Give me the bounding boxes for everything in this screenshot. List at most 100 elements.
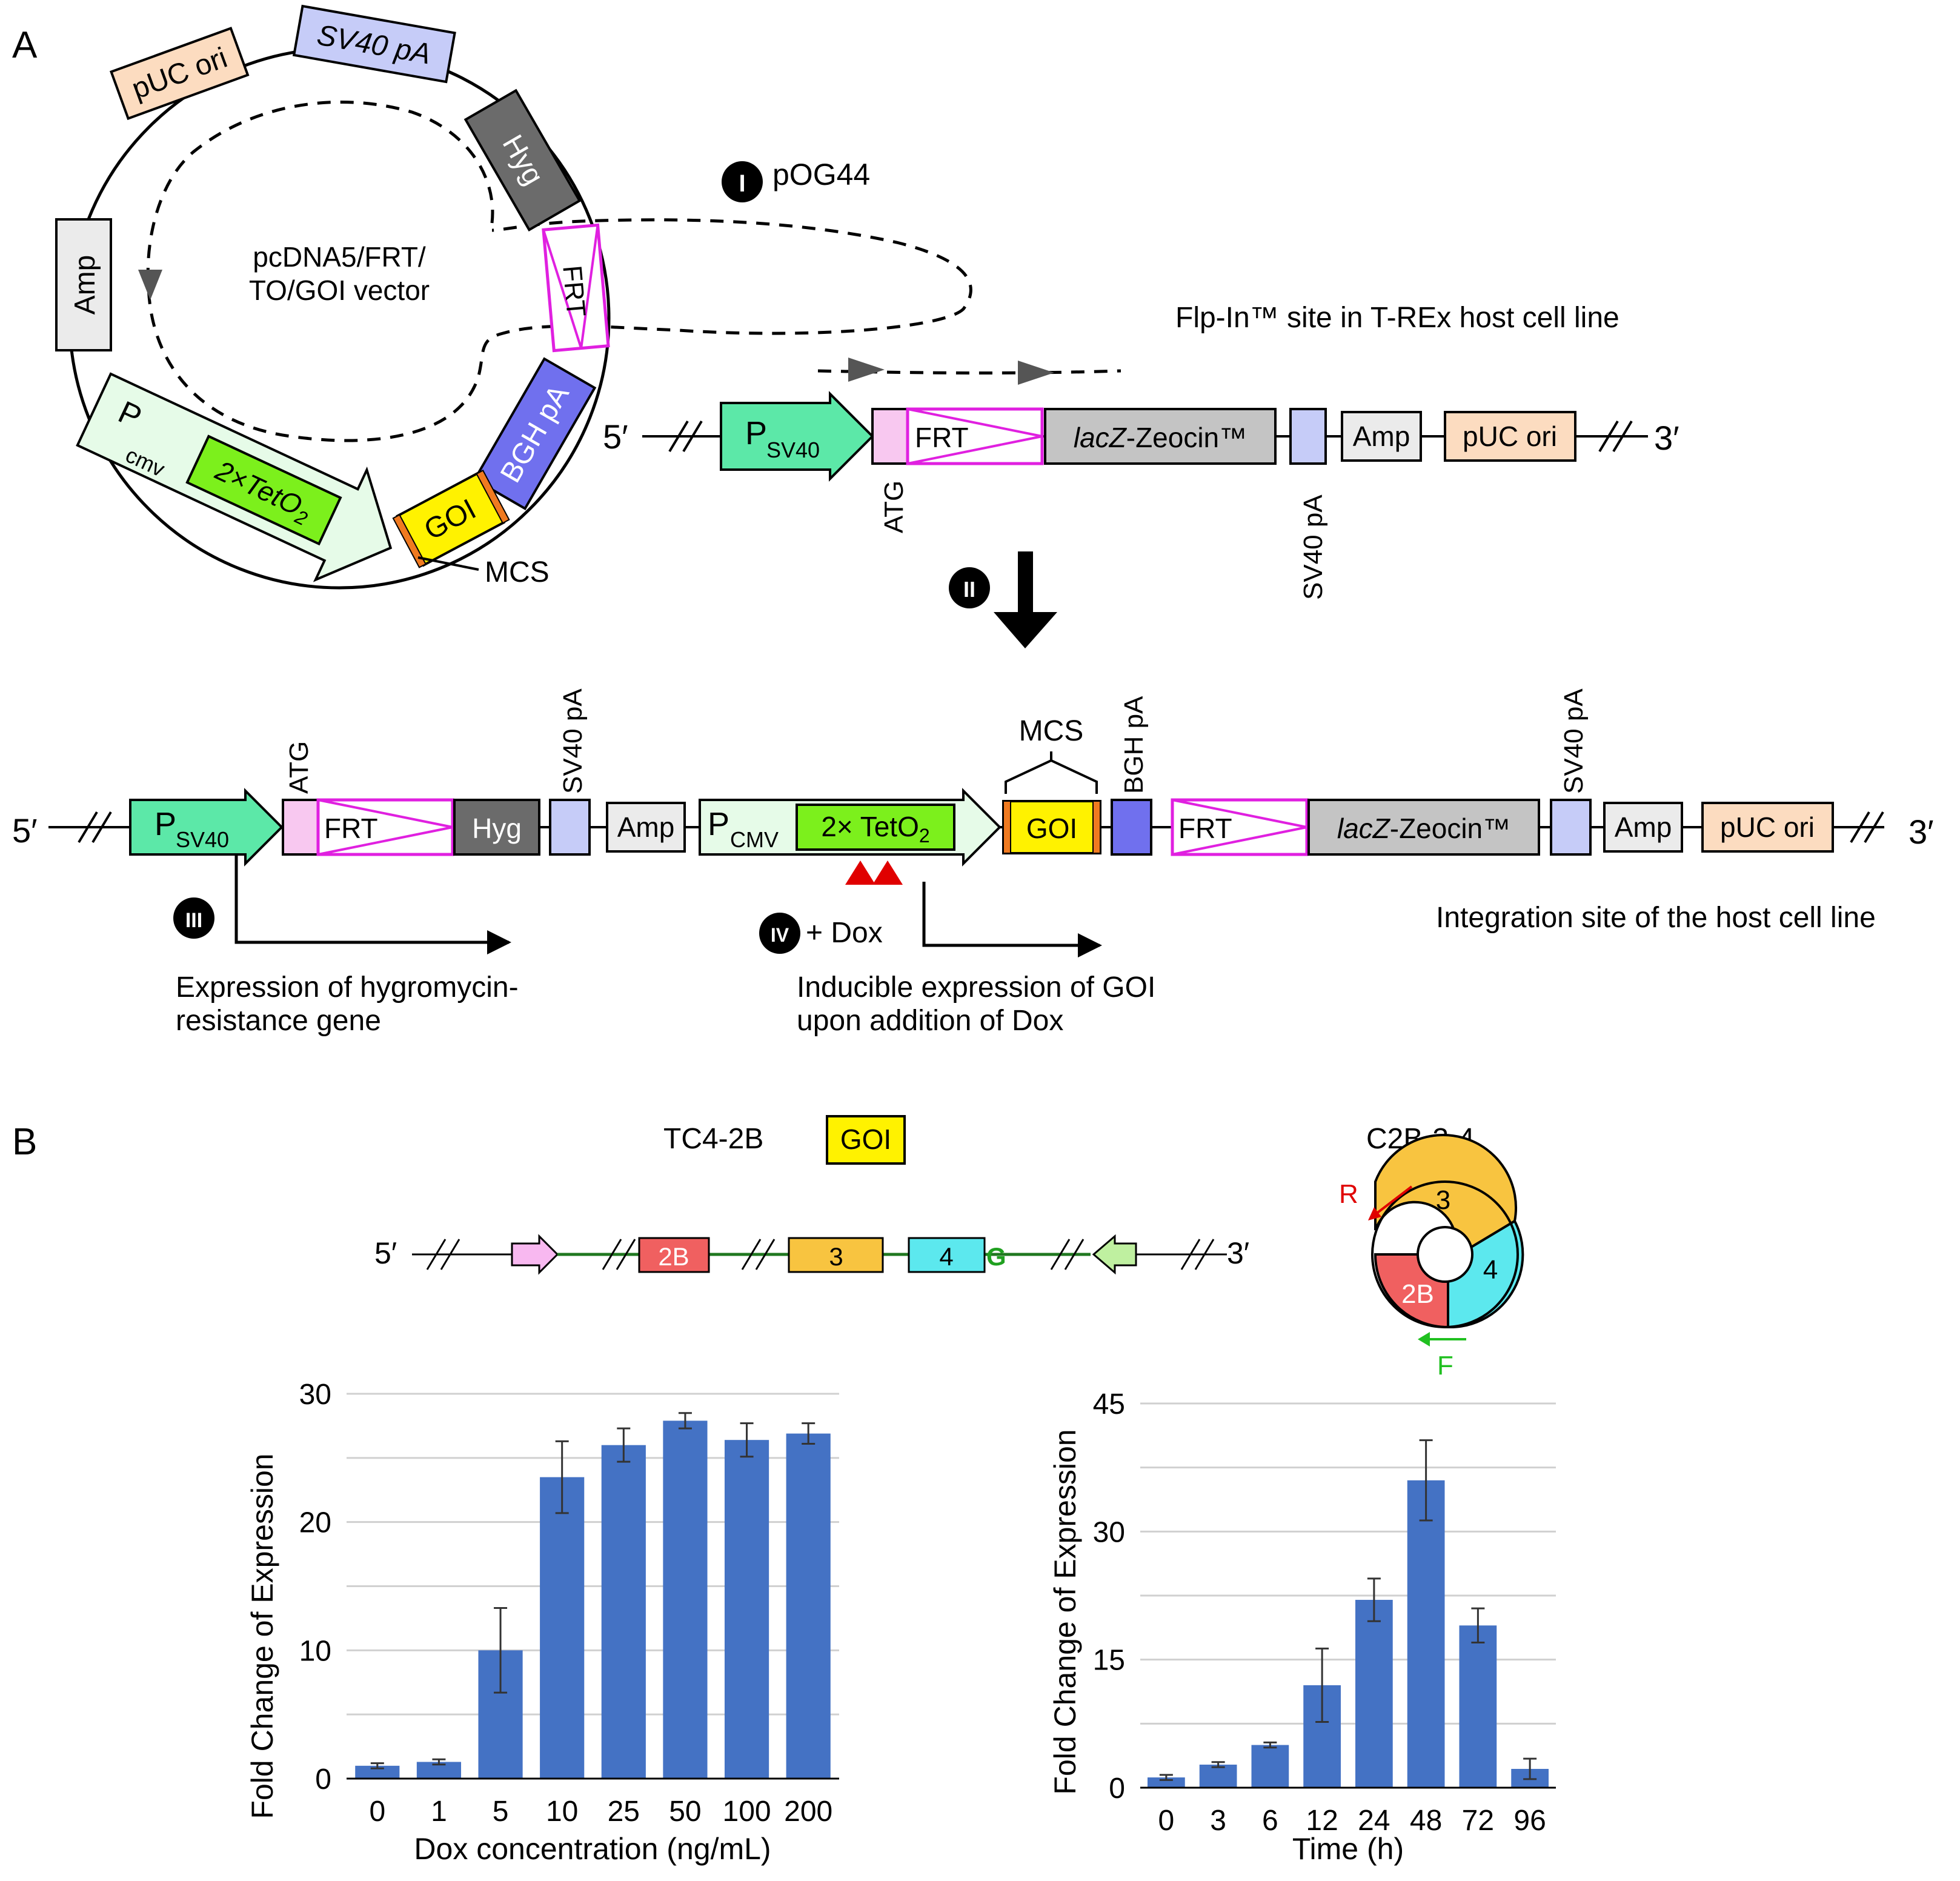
c1-xtick-label: 1 (431, 1796, 447, 1828)
int-sv40pa1-block (549, 799, 591, 856)
int-psv40-sub: SV40 (176, 827, 229, 852)
primer-r-label: R (1339, 1179, 1358, 1209)
int-bghpa-label: BGH pA (1119, 696, 1149, 794)
ring-label-3: 3 (1436, 1185, 1450, 1215)
c1-xtick-label: 50 (669, 1796, 701, 1828)
int-lacz-label: lacZ-Zeocin™ (1337, 813, 1510, 844)
plasmid-map: pcDNA5/FRT/ TO/GOI vector pUC ori SV40 p… (55, 4, 1121, 590)
c1-xtick-label: 0 (369, 1796, 385, 1828)
host-atg-block (871, 408, 909, 465)
c2-bar (1459, 1625, 1497, 1788)
c1-ytick-label: 10 (299, 1635, 331, 1667)
primer-f-label: F (1437, 1351, 1453, 1380)
c2-ytick-label: 15 (1093, 1645, 1125, 1677)
int-amp1-block (606, 802, 686, 853)
exon-3-block (788, 1237, 884, 1273)
exon-4-label: 4 (939, 1242, 953, 1271)
ring-segment-3 (1374, 1133, 1517, 1260)
tetr-triangle-1 (845, 861, 875, 885)
construct-break-5 (1180, 1239, 1215, 1270)
crossover-arrowhead-1 (848, 358, 885, 382)
int-hyg-block (453, 799, 540, 856)
int-atg-label: ATG (284, 741, 314, 794)
c1-ytick-label: 0 (315, 1763, 331, 1796)
c2-bar (1148, 1777, 1185, 1788)
host-sv40pa-label: SV40 pA (1298, 494, 1328, 600)
chart1-xlabel: Dox concentration (ng/mL) (414, 1832, 771, 1866)
ring-label-2b: 2B (1401, 1279, 1434, 1309)
host-psv40-arrow (720, 391, 874, 482)
pog44-label: pOG44 (772, 158, 870, 191)
host-atg-label: ATG (879, 481, 909, 533)
step-i-badge (722, 161, 763, 202)
primer-r-head (1368, 1207, 1381, 1220)
host-lacz-block (1044, 408, 1277, 465)
hyg-expression-arrow (234, 854, 511, 954)
host-amp-block (1341, 411, 1422, 462)
bghpa-block (473, 357, 597, 510)
c1-bar (355, 1765, 400, 1779)
construct-break-1 (426, 1239, 460, 1270)
flpin-site-title: Flp-In™ site in T-REx host cell line (1175, 302, 1619, 334)
goi-mcs-left (392, 514, 427, 568)
int-atg-block (282, 799, 319, 856)
panel-a-label: A (12, 24, 38, 66)
ring-outline (1371, 1180, 1519, 1328)
host-break-right (1598, 420, 1633, 453)
puc-ori-block (109, 27, 250, 121)
goi-legend-label: GOI (840, 1124, 891, 1155)
circrna-ring: 3 4 2B R F (1339, 1133, 1524, 1380)
sv40pa-block (292, 4, 456, 84)
c1-xtick-label: 25 (608, 1796, 640, 1828)
c1-bar (540, 1477, 585, 1779)
host-puc-block (1444, 411, 1576, 462)
c1-bar (724, 1440, 769, 1779)
integrated-track: 5′ P SV40 ATG FRT Hyg SV40 pA Amp P CMV … (12, 688, 1934, 885)
int-teto-block (796, 804, 955, 851)
c2-ytick-label: 30 (1093, 1516, 1125, 1548)
c1-bar (663, 1420, 708, 1779)
c1-ytick-label: 30 (299, 1379, 331, 1411)
chart2-ylabel: Fold Change of Expression (1048, 1429, 1082, 1794)
c2-xtick-label: 72 (1462, 1805, 1494, 1837)
c2-xtick-label: 6 (1262, 1805, 1278, 1837)
goi-expression-line2: upon addition of Dox (797, 1005, 1063, 1037)
ring-hole (1417, 1226, 1473, 1283)
step-i-label: I (739, 170, 745, 197)
step-iv-label: IV (771, 924, 789, 946)
int-amp2-block (1603, 802, 1683, 853)
host-track: 5′ P SV40 ATG FRT lacZ-Zeocin™ SV40 pA A… (603, 391, 1679, 600)
dox-label: + Dox (806, 917, 883, 949)
c1-ytick-label: 20 (299, 1507, 331, 1539)
crossover-arrowhead-2 (1018, 361, 1054, 385)
int-break-left (78, 811, 112, 844)
c2-bar (1407, 1480, 1445, 1788)
c2-xtick-label: 48 (1410, 1805, 1442, 1837)
int-frt2-label: FRT (1178, 813, 1232, 844)
int-puc-label: pUC ori (1720, 811, 1815, 843)
construct-3prime: 3′ (1227, 1236, 1249, 1270)
step-ii-down-arrow (994, 551, 1057, 648)
host-frt-label: FRT (915, 422, 969, 453)
c2-xtick-label: 96 (1513, 1805, 1546, 1837)
int-pcmv-p: P (708, 806, 729, 842)
step-iii-badge (173, 897, 214, 939)
int-3prime: 3′ (1909, 813, 1934, 851)
ring-label-4: 4 (1483, 1255, 1498, 1285)
recombination-dashed-path (146, 100, 972, 442)
int-goi-block (1002, 800, 1101, 854)
integration-site-label: Integration site of the host cell line (1436, 902, 1876, 934)
step-iii-label: III (185, 909, 202, 932)
host-puc-label: pUC ori (1463, 421, 1557, 452)
int-goi-mcs-left (1003, 801, 1011, 854)
construct-green-arrow (1092, 1234, 1137, 1275)
vector-name-line1: pcDNA5/FRT/ (253, 241, 426, 273)
c2-xtick-label: 12 (1306, 1805, 1338, 1837)
plasmid-direction-arrowhead (138, 270, 162, 300)
c1-bar (601, 1445, 646, 1779)
int-frt1-triangle (317, 799, 453, 856)
hyg-expression-line2: resistance gene (176, 1005, 381, 1037)
int-pcmv-sub: CMV (730, 827, 779, 852)
